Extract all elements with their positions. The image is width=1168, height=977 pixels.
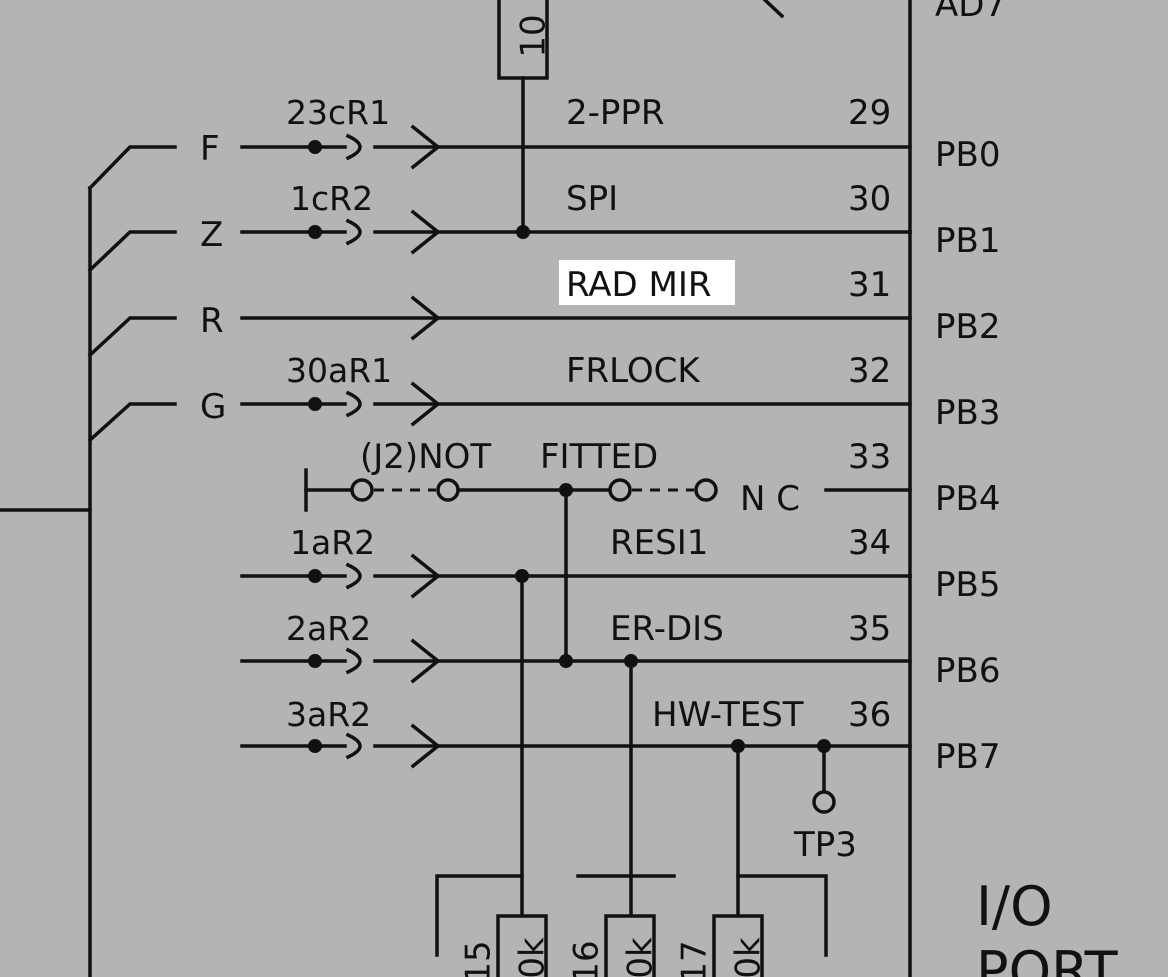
source-label: 23cR1: [286, 93, 390, 132]
signal-label: SPI: [566, 179, 618, 219]
row-pb2: R RAD MIR 31 PB2: [200, 260, 1000, 347]
left-bus: [0, 145, 177, 977]
test-point: TP3: [793, 744, 857, 865]
source-label: 1aR2: [290, 523, 375, 562]
resistor-value: 0k: [621, 937, 661, 977]
row-pb0: F 23cR1 2-PPR 29 PB0: [200, 93, 1000, 175]
input-label: G: [200, 387, 226, 427]
row-pb4: (J2)NOT FITTED N C 33 PB4: [304, 437, 1000, 663]
pin-number: 31: [848, 265, 891, 305]
resistor-value: 0k: [513, 937, 553, 977]
row-pb7: 3aR2 HW-TEST 36 PB7: [240, 695, 1000, 777]
source-label: 1cR2: [290, 179, 373, 218]
pin-number: 35: [848, 609, 891, 649]
port-label: PB6: [935, 651, 1000, 691]
signal-label: FITTED: [540, 437, 658, 477]
pin-number: 30: [848, 179, 891, 219]
nc-label: N C: [740, 479, 800, 519]
highlight-box: [559, 260, 735, 305]
signal-label: RAD MIR: [566, 265, 711, 305]
top-right-label: AD7: [935, 0, 1006, 25]
port-label: PB7: [935, 737, 1000, 777]
port-label: PB3: [935, 393, 1000, 433]
pin-number: 32: [848, 351, 891, 391]
signal-label: HW-TEST: [652, 695, 804, 735]
row-pb3: G 30aR1 FRLOCK 32 PB3: [200, 351, 1000, 433]
top-resistor-label: 10: [514, 14, 554, 57]
resistor-value: 0k: [729, 937, 769, 977]
ad7-wire: [762, 0, 785, 19]
port-label: PB4: [935, 479, 1000, 519]
pin-number: 33: [848, 437, 891, 477]
test-point-label: TP3: [793, 825, 857, 865]
resistor-15: 15 0k: [459, 914, 553, 977]
signal-label: RESI1: [610, 523, 708, 563]
row-pb1: Z 1cR2 SPI 30 PB1: [200, 179, 1000, 261]
row-pb6: 2aR2 ER-DIS 35 PB6: [240, 609, 1000, 691]
resistor-ref: 15: [459, 940, 499, 977]
input-label: F: [200, 129, 220, 169]
port-label: PB5: [935, 565, 1000, 605]
source-label: 30aR1: [286, 351, 392, 390]
signal-label: ER-DIS: [610, 609, 724, 649]
source-label: 3aR2: [286, 695, 371, 734]
signal-label: FRLOCK: [566, 351, 701, 391]
pin-number: 29: [848, 93, 891, 133]
pin-number: 36: [848, 695, 891, 735]
port-label: PB2: [935, 307, 1000, 347]
jumper-label: (J2)NOT: [360, 437, 491, 477]
port-title-line1: I/O: [976, 875, 1053, 938]
pin-number: 34: [848, 523, 891, 563]
resistor-17: 17 0k: [675, 914, 769, 977]
resistor-ref: 16: [567, 940, 607, 977]
source-label: 2aR2: [286, 609, 371, 648]
resistor-16: 16 0k: [567, 914, 661, 977]
top-resistor: 10: [497, 0, 554, 239]
port-label: PB0: [935, 135, 1000, 175]
port-title-line2: PORT: [976, 940, 1119, 977]
signal-label: 2-PPR: [566, 93, 665, 133]
input-label: Z: [200, 215, 223, 255]
row-pb5: 1aR2 RESI1 34 PB5: [240, 523, 1000, 605]
resistor-ref: 17: [675, 940, 715, 977]
port-label: PB1: [935, 221, 1000, 261]
input-label: R: [200, 301, 224, 341]
